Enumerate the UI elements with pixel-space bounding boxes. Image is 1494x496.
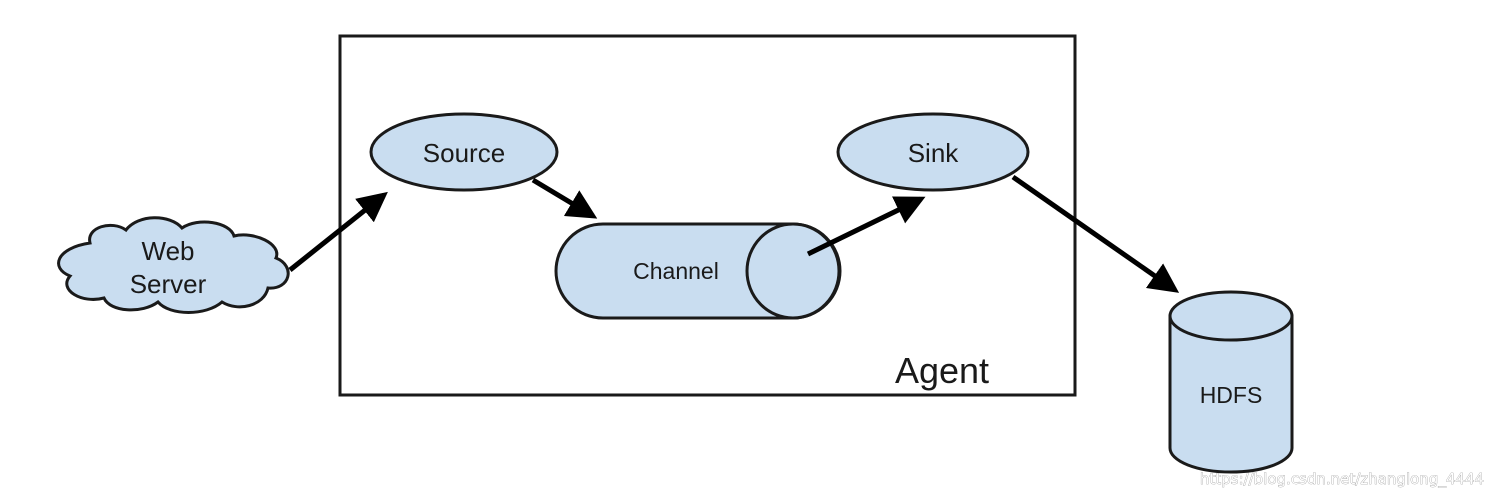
watermark-text: https://blog.csdn.net/zhanglong_4444	[1200, 470, 1484, 489]
channel-node: Channel	[554, 222, 842, 320]
edge-channel-to-sink	[806, 196, 926, 257]
channel-label: Channel	[633, 258, 719, 284]
edge-source-to-channel	[531, 177, 598, 219]
web-server-label-line1: Web	[142, 236, 195, 266]
hdfs-node: HDFS	[1168, 290, 1294, 474]
hdfs-label: HDFS	[1200, 382, 1263, 408]
agent-label: Agent	[895, 350, 989, 391]
source-node: Source	[369, 112, 559, 192]
web-server-cloud: Web Server	[57, 216, 290, 314]
sink-node: Sink	[836, 112, 1030, 192]
edge-webserver-to-source	[288, 191, 388, 272]
sink-label: Sink	[908, 138, 960, 168]
agent-box: Agent	[338, 34, 1077, 397]
web-server-label-line2: Server	[130, 269, 207, 299]
edge-sink-to-hdfs	[1011, 174, 1180, 293]
source-label: Source	[423, 138, 505, 168]
